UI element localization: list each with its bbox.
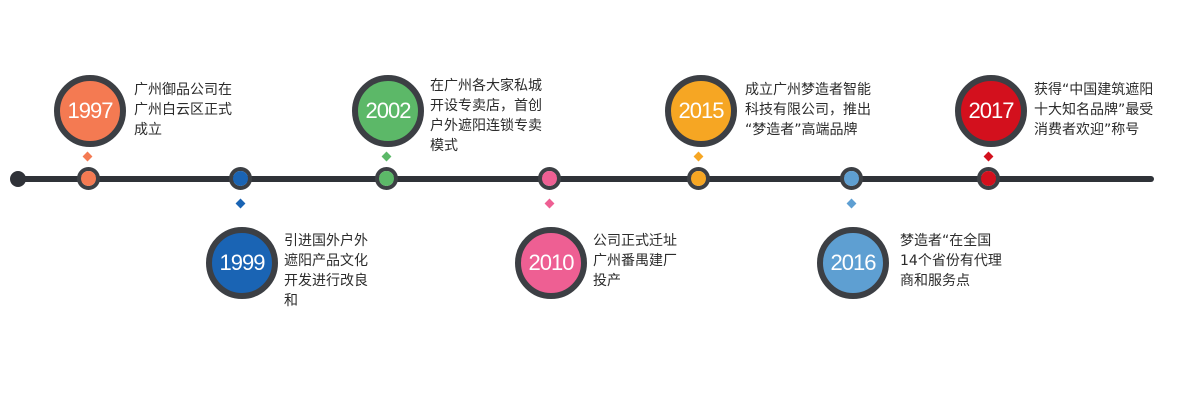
event-description-1997: 广州御品公司在 广州白云区正式 成立 [134,82,232,138]
connector-diamond-2017 [983,151,994,162]
year-label: 2002 [365,98,412,123]
event-description-2015: 成立广州梦造者智能 科技有限公司，推出 “梦造者”高端品牌 [745,82,871,138]
year-label: 1999 [219,250,266,275]
connector-diamond-2010 [544,198,555,209]
timeline-node-2010 [538,167,561,190]
year-label: 2015 [678,98,725,123]
year-badge-2002: 2002 [352,75,424,147]
year-label: 1997 [67,98,114,123]
year-label: 2017 [968,98,1015,123]
event-description-2002: 在广州各大家私城 开设专卖店，首创 户外遮阳连锁专卖 模式 [430,78,542,154]
year-badge-2017: 2017 [955,75,1027,147]
timeline-node-2016 [840,167,863,190]
year-badge-1997: 1997 [54,75,126,147]
year-label: 2016 [830,250,877,275]
event-description-1999: 引进国外户外 遮阳产品文化 开发进行改良 和 [284,233,368,309]
timeline-node-2002 [375,167,398,190]
timeline-axis-line [18,176,1154,182]
connector-diamond-1997 [82,151,93,162]
event-description-2017: 获得“中国建筑遮阳 十大知名品牌”最受 消费者欢迎”称号 [1034,82,1154,138]
connector-diamond-2015 [693,151,704,162]
timeline-node-2017 [977,167,1000,190]
connector-diamond-2002 [381,151,392,162]
timeline-node-1999 [229,167,252,190]
year-badge-1999: 1999 [206,227,278,299]
year-label: 2010 [528,250,575,275]
event-description-2016: 梦造者“在全国 14个省份有代理 商和服务点 [900,233,1002,289]
connector-diamond-2016 [846,198,857,209]
timeline-node-1997 [77,167,100,190]
year-badge-2016: 2016 [817,227,889,299]
year-badge-2015: 2015 [665,75,737,147]
event-description-2010: 公司正式迁址 广州番禺建厂 投产 [593,233,677,289]
timeline-node-2015 [687,167,710,190]
connector-diamond-1999 [235,198,246,209]
year-badge-2010: 2010 [515,227,587,299]
